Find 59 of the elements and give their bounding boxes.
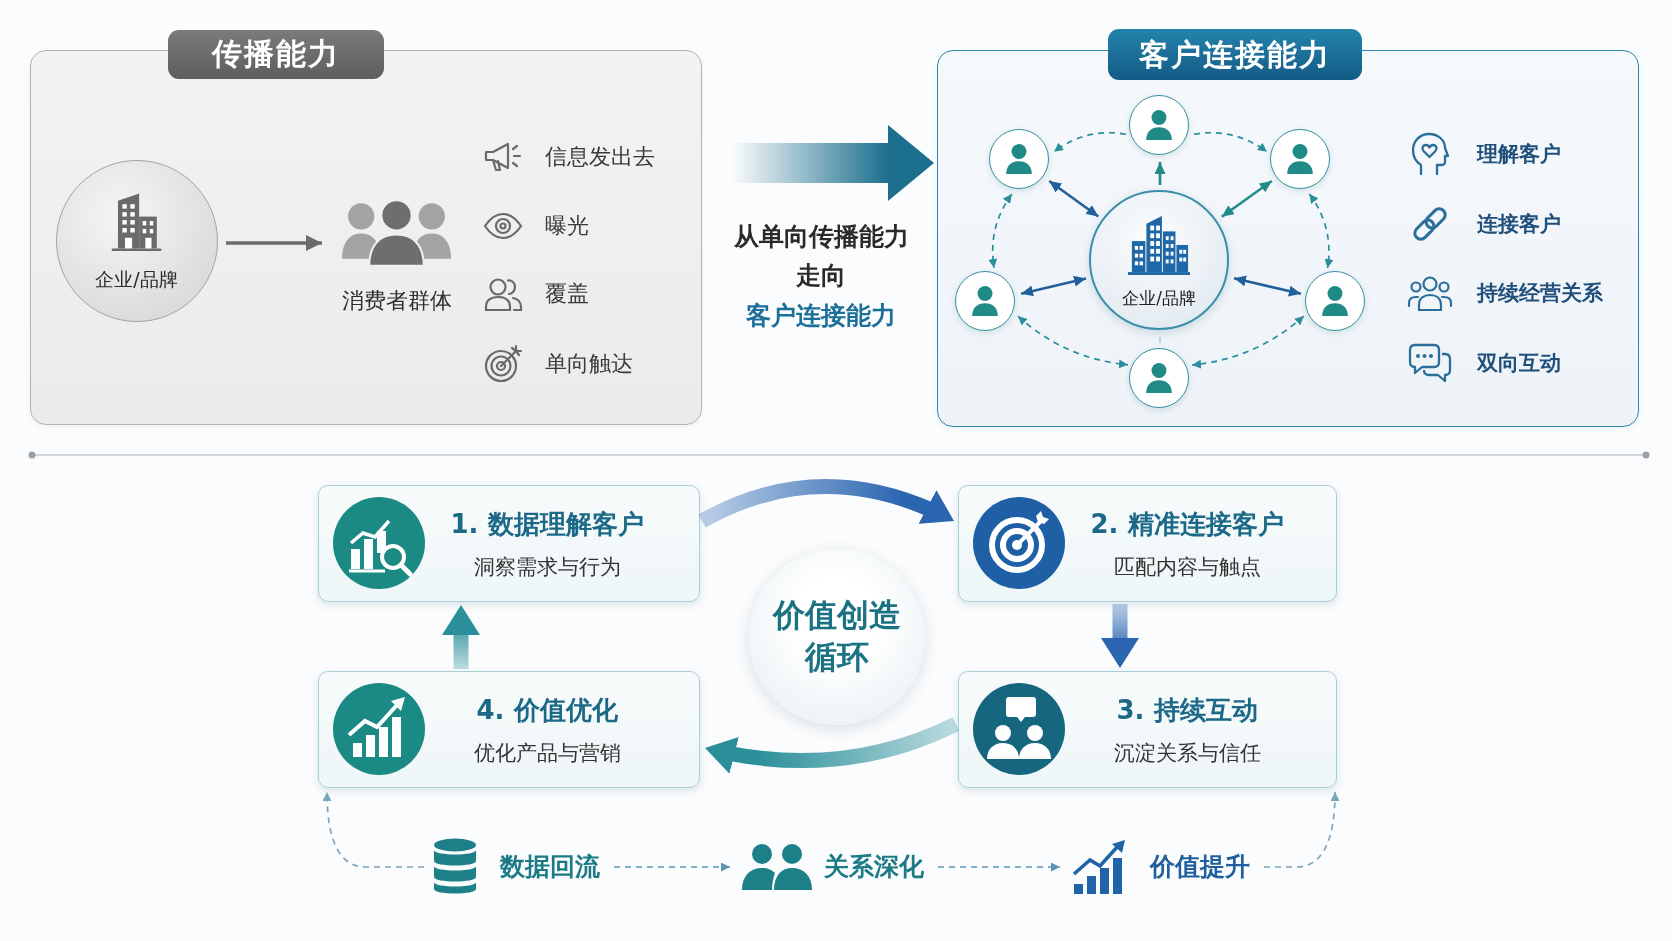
cycle-arrow	[703, 717, 960, 774]
connector-arrow	[1020, 275, 1087, 297]
connector-arrow	[1221, 179, 1273, 218]
capability-label: 信息发出去	[545, 143, 655, 171]
transition-caption: 从单向传播能力	[733, 221, 909, 253]
avatar-circle	[1129, 95, 1190, 156]
dashed-arrow	[613, 862, 731, 872]
step-card	[958, 671, 1337, 788]
step-title: 1. 数据理解客户	[449, 508, 645, 541]
dashed-arrow	[1193, 131, 1268, 153]
capability-label: 双向互动	[1477, 349, 1561, 377]
step-card	[958, 485, 1337, 602]
step-card	[318, 485, 700, 602]
transition-caption: 走向	[796, 260, 846, 292]
capability-label: 持续经营关系	[1477, 279, 1603, 307]
avatar-circle	[1129, 348, 1190, 409]
avatar-circle	[989, 129, 1050, 190]
cycle-arrow	[1101, 604, 1139, 668]
avatar-circle	[1270, 129, 1331, 190]
capability-label: 连接客户	[1477, 210, 1561, 238]
connector-arrow	[226, 235, 322, 251]
dashed-arrow	[1308, 193, 1334, 269]
brand-label: 企业/品牌	[94, 267, 179, 292]
connector-arrow	[1154, 162, 1166, 185]
group-label: 消费者群体	[340, 286, 453, 314]
avatar-circle	[955, 271, 1016, 332]
capability-label: 理解客户	[1477, 140, 1561, 168]
cycle-hub-label: 价值创造循环	[771, 595, 902, 678]
capability-label: 覆盖	[545, 280, 589, 308]
flow-stage-label: 关系深化	[824, 851, 924, 883]
dashed-arrow	[1053, 131, 1127, 153]
step-description: 沉淀关系与信任	[1112, 740, 1262, 767]
connector-arrow	[1048, 180, 1100, 218]
step-card	[318, 671, 700, 788]
transition-caption: 客户连接能力	[746, 300, 896, 332]
dashed-arrow	[1263, 791, 1340, 868]
brand-circle	[1089, 190, 1230, 331]
capability-label: 曝光	[545, 212, 589, 240]
connector-line	[1159, 336, 1161, 344]
dashed-arrow	[322, 791, 425, 868]
dashed-arrow	[988, 193, 1013, 269]
flow-stage-label: 数据回流	[500, 851, 600, 883]
step-description: 优化产品与营销	[472, 740, 622, 767]
dashed-arrow	[1017, 315, 1129, 369]
cycle-arrow	[442, 605, 480, 669]
dashed-arrow	[937, 862, 1061, 872]
dashed-arrow	[1191, 315, 1305, 369]
connector-arrow	[1233, 275, 1302, 297]
avatar-circle	[1305, 271, 1366, 332]
panel-title-tab: 客户连接能力	[1108, 29, 1363, 81]
step-description: 匹配内容与触点	[1112, 554, 1262, 581]
step-title: 3. 持续互动	[1115, 694, 1259, 727]
panel-title-tab: 传播能力	[167, 29, 384, 79]
step-title: 4. 价值优化	[475, 694, 619, 727]
capability-label: 单向触达	[545, 350, 633, 378]
step-title: 2. 精准连接客户	[1089, 508, 1285, 541]
brand-label: 企业/品牌	[1121, 288, 1198, 310]
flow-stage-label: 价值提升	[1150, 851, 1250, 883]
step-description: 洞察需求与行为	[472, 554, 622, 581]
